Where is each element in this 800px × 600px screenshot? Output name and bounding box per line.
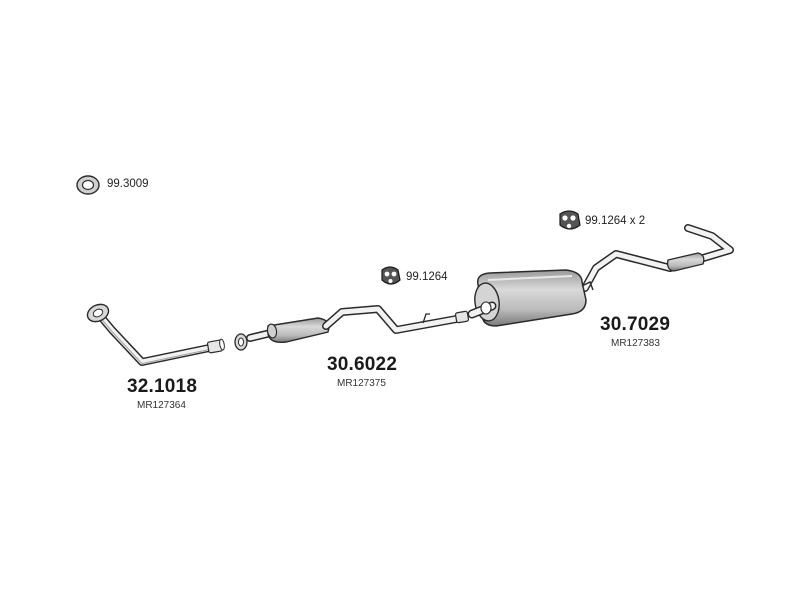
center-section-part-number: 30.6022	[327, 354, 398, 375]
hanger-part-number: 99.1264	[406, 271, 448, 283]
gasket-ring-icon	[76, 175, 100, 195]
center-section-oem-number: MR127375	[337, 378, 386, 389]
front-pipe-part-number: 32.1018	[127, 376, 198, 397]
rear-section-part-number: 30.7029	[600, 314, 671, 335]
rear-section-oem-number: MR127383	[611, 338, 660, 349]
rubber-hanger-icon	[381, 266, 401, 285]
front-pipe-32-1018	[86, 303, 225, 366]
gasket-part-number: 99.3009	[107, 178, 149, 190]
flange-icon	[86, 303, 110, 323]
center-section-30-6022	[234, 305, 470, 351]
hanger-pair-part-number: 99.1264 x 2	[585, 215, 646, 227]
rubber-hanger-pair-icon	[559, 210, 581, 230]
front-pipe-oem-number: MR127364	[137, 400, 186, 411]
rear-section-30-7029	[467, 224, 734, 327]
